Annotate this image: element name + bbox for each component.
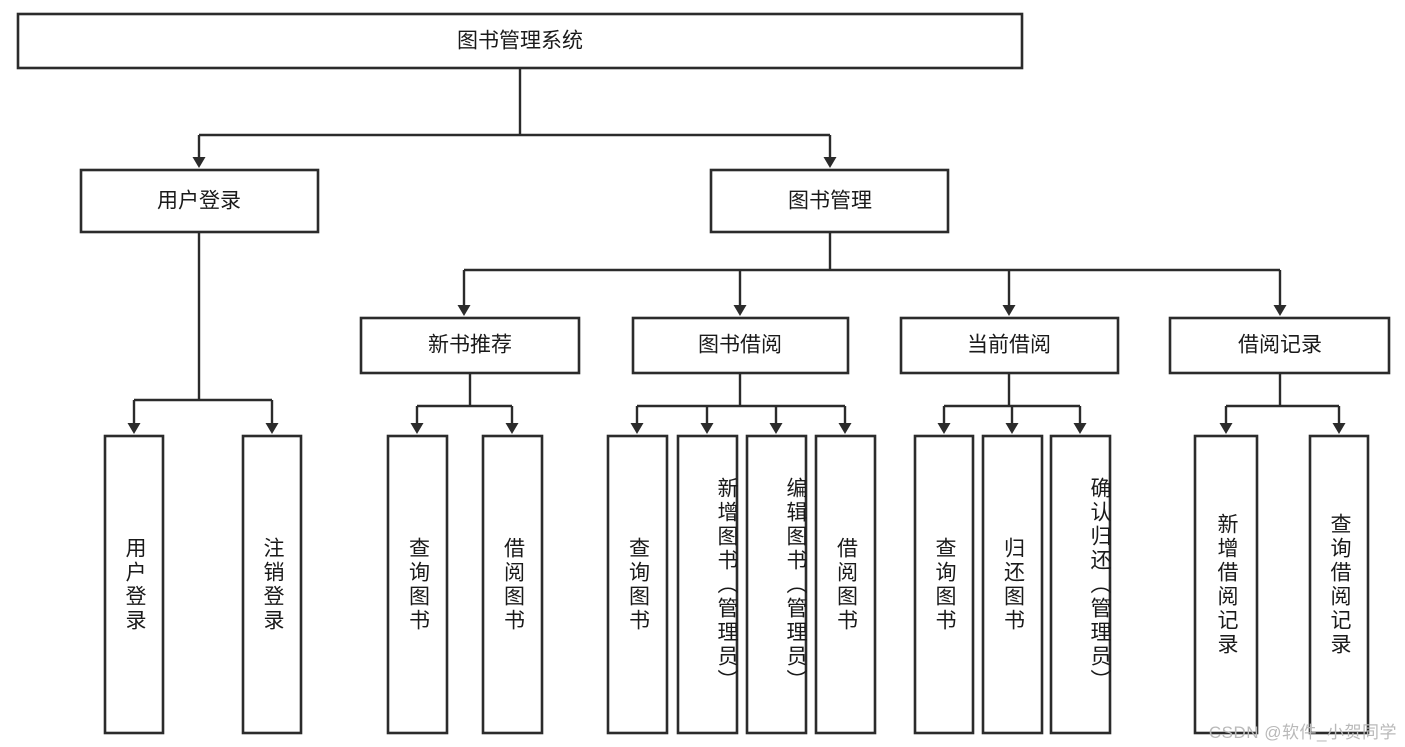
- node-current-borrow[interactable]: 当前借阅: [899, 316, 1120, 375]
- node-leaf-user-login[interactable]: [103, 434, 165, 735]
- node-leaf-edit-book-admin[interactable]: [745, 434, 808, 735]
- node-leaf-borrow-book-1-label: 借阅图书: [501, 536, 525, 633]
- node-leaf-query-book-3[interactable]: [913, 434, 975, 735]
- node-book-borrow-label: 图书借阅: [698, 334, 782, 357]
- node-borrow-record[interactable]: 借阅记录: [1168, 316, 1391, 375]
- node-leaf-query-borrow-record-label: 查询借阅记录: [1328, 512, 1352, 657]
- node-book-borrow[interactable]: 图书借阅: [631, 316, 850, 375]
- node-user-login-label: 用户登录: [157, 190, 241, 213]
- connector-root-to-level2: [192, 68, 837, 168]
- node-leaf-query-borrow-record[interactable]: [1308, 434, 1370, 735]
- node-leaf-add-borrow-record-label: 新增借阅记录: [1215, 512, 1239, 657]
- connector-borrow-record-to-leaves: [1219, 373, 1346, 434]
- node-leaf-logout-login[interactable]: [241, 434, 303, 735]
- node-leaf-borrow-book-2-label: 借阅图书: [834, 536, 858, 633]
- node-leaf-borrow-book-2[interactable]: [814, 434, 877, 735]
- node-leaf-add-borrow-record[interactable]: [1193, 434, 1259, 735]
- node-leaf-user-login-label: 用户登录: [123, 536, 147, 633]
- node-leaf-borrow-book-1[interactable]: [481, 434, 544, 735]
- node-user-login[interactable]: 用户登录: [79, 168, 320, 234]
- connector-current-borrow-to-leaves: [937, 373, 1087, 434]
- node-leaf-return-book[interactable]: [981, 434, 1044, 735]
- node-leaf-add-book-admin-label: 新增图书（管理员）: [715, 476, 738, 693]
- node-leaf-confirm-return-admin[interactable]: [1049, 434, 1112, 735]
- node-root[interactable]: 图书管理系统: [16, 12, 1024, 70]
- node-book-manage[interactable]: 图书管理: [709, 168, 950, 234]
- node-root-label: 图书管理系统: [457, 30, 583, 53]
- leaf-boxes: [103, 434, 1370, 735]
- node-leaf-add-book-admin[interactable]: [676, 434, 739, 735]
- node-leaf-logout-login-label: 注销登录: [261, 536, 285, 633]
- node-leaf-confirm-return-admin-label: 确认归还（管理员）: [1088, 476, 1111, 693]
- node-new-book-recommend[interactable]: 新书推荐: [359, 316, 581, 375]
- node-new-book-recommend-label: 新书推荐: [428, 334, 512, 357]
- node-leaf-edit-book-admin-label: 编辑图书（管理员）: [784, 476, 807, 693]
- connector-book-borrow-to-leaves: [630, 373, 852, 434]
- connector-user-login-to-leaves: [127, 232, 279, 434]
- node-book-manage-label: 图书管理: [788, 190, 872, 213]
- connector-book-manage-to-level3: [457, 232, 1287, 316]
- node-current-borrow-label: 当前借阅: [967, 334, 1051, 357]
- node-leaf-query-book-3-label: 查询图书: [933, 536, 957, 633]
- node-leaf-query-book-1[interactable]: [386, 434, 449, 735]
- node-leaf-query-book-1-label: 查询图书: [406, 536, 430, 633]
- connector-new-book-recommend-to-leaves: [410, 373, 519, 434]
- node-leaf-query-book-2[interactable]: [606, 434, 669, 735]
- node-leaf-return-book-label: 归还图书: [1001, 536, 1025, 633]
- node-borrow-record-label: 借阅记录: [1238, 334, 1322, 357]
- node-leaf-query-book-2-label: 查询图书: [626, 536, 650, 633]
